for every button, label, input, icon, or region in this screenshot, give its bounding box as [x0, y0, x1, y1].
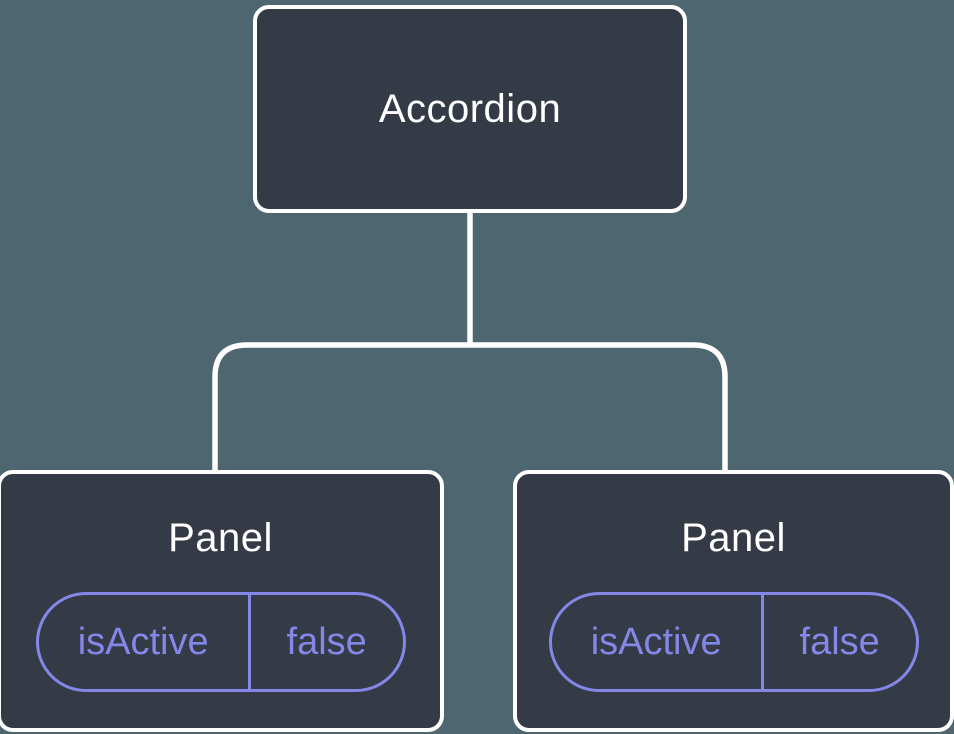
panel-1-state-pill: isActive false: [35, 592, 406, 692]
connector-bracket-line: [212, 342, 728, 470]
component-node-accordion: Accordion: [253, 5, 687, 213]
panel-2-state-pill: isActive false: [548, 592, 919, 692]
component-node-panel-2: Panel isActive false: [513, 470, 954, 732]
panel-1-node-label: Panel: [168, 516, 273, 560]
component-node-panel-1: Panel isActive false: [0, 470, 444, 732]
accordion-node-label: Accordion: [378, 86, 562, 131]
panel-2-node-label: Panel: [681, 516, 786, 560]
panel-1-state-key: isActive: [39, 595, 251, 689]
panel-2-state-key: isActive: [552, 595, 764, 689]
panel-1-state-value: false: [286, 620, 367, 663]
panel-2-state-value: false: [799, 620, 880, 663]
